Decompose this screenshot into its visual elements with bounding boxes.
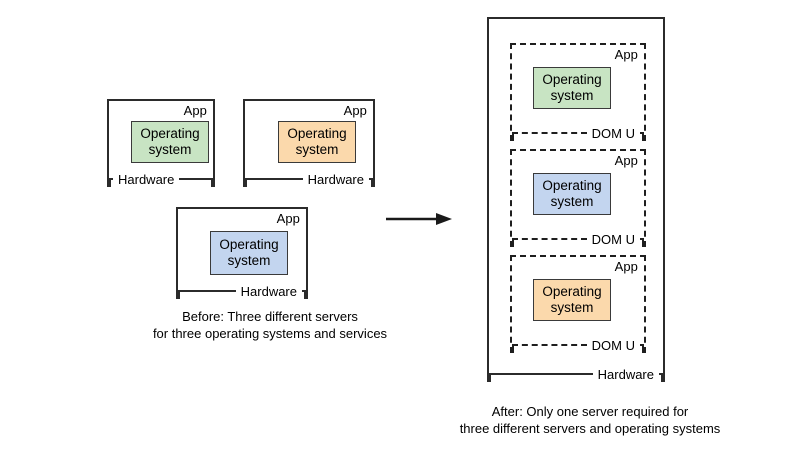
rail-segment-left — [512, 238, 587, 240]
os-line-2: system — [550, 300, 594, 315]
app-label: App — [183, 103, 207, 118]
os-line-1: Operating — [140, 126, 200, 141]
corner-nub-left — [109, 179, 111, 187]
app-label: App — [343, 103, 367, 118]
before-server-orange: App Operating system Hardware — [243, 99, 375, 187]
corner-nub-left — [512, 132, 514, 141]
hardware-rail: Hardware — [245, 171, 373, 187]
hardware-rail: Hardware — [489, 366, 663, 382]
rail-segment-left — [512, 344, 587, 346]
hardware-label: Hardware — [118, 172, 175, 187]
domu-label: DOM U — [591, 126, 635, 141]
after-server-hardware: App Operating system DOM U App Operating… — [487, 17, 665, 382]
os-block-green: Operating system — [131, 121, 209, 163]
corner-nub-right — [211, 179, 213, 187]
corner-nub-right — [661, 374, 663, 382]
os-line-1: Operating — [542, 284, 602, 299]
os-line-2: system — [148, 142, 192, 157]
corner-nub-left — [512, 238, 514, 247]
os-block-blue: Operating system — [533, 173, 611, 215]
app-label: App — [614, 153, 638, 168]
corner-nub-left — [245, 179, 247, 187]
corner-nub-right — [642, 132, 644, 141]
domu-rail: DOM U — [512, 337, 644, 353]
domu-blue: App Operating system DOM U — [510, 149, 646, 247]
app-label: App — [614, 259, 638, 274]
domu-rail: DOM U — [512, 125, 644, 141]
os-line-1: Operating — [219, 237, 279, 252]
transition-arrow — [386, 213, 452, 225]
domu-label: DOM U — [591, 338, 635, 353]
corner-nub-right — [371, 179, 373, 187]
hardware-rail: Hardware — [178, 283, 306, 299]
corner-nub-right — [304, 291, 306, 299]
os-block-orange: Operating system — [278, 121, 356, 163]
rail-segment-right — [179, 178, 213, 180]
before-server-blue: App Operating system Hardware — [176, 207, 308, 299]
corner-nub-left — [178, 291, 180, 299]
os-line-2: system — [550, 88, 594, 103]
hardware-label: Hardware — [240, 284, 297, 299]
os-line-1: Operating — [542, 178, 602, 193]
os-block-green: Operating system — [533, 67, 611, 109]
rail-segment-left — [178, 290, 236, 292]
os-block-blue: Operating system — [210, 231, 288, 275]
os-line-2: system — [227, 253, 271, 268]
domu-rail: DOM U — [512, 231, 644, 247]
app-label: App — [276, 211, 300, 226]
os-line-2: system — [295, 142, 339, 157]
rail-segment-left — [512, 132, 587, 134]
hardware-label: Hardware — [307, 172, 364, 187]
domu-green: App Operating system DOM U — [510, 43, 646, 141]
rail-segment-left — [245, 178, 303, 180]
os-line-1: Operating — [542, 72, 602, 87]
before-server-green: App Operating system Hardware — [107, 99, 215, 187]
corner-nub-right — [642, 238, 644, 247]
before-caption: Before: Three different servers for thre… — [152, 309, 388, 341]
hardware-label: Hardware — [597, 367, 654, 382]
os-line-1: Operating — [287, 126, 347, 141]
os-block-orange: Operating system — [533, 279, 611, 321]
corner-nub-left — [489, 374, 491, 382]
rail-segment-left — [489, 373, 593, 375]
corner-nub-right — [642, 344, 644, 353]
app-label: App — [614, 47, 638, 62]
corner-nub-left — [512, 344, 514, 353]
domu-label: DOM U — [591, 232, 635, 247]
hardware-rail: Hardware — [109, 171, 213, 187]
domu-orange: App Operating system DOM U — [510, 255, 646, 353]
after-caption: After: Only one server required for thre… — [459, 404, 721, 436]
os-line-2: system — [550, 194, 594, 209]
